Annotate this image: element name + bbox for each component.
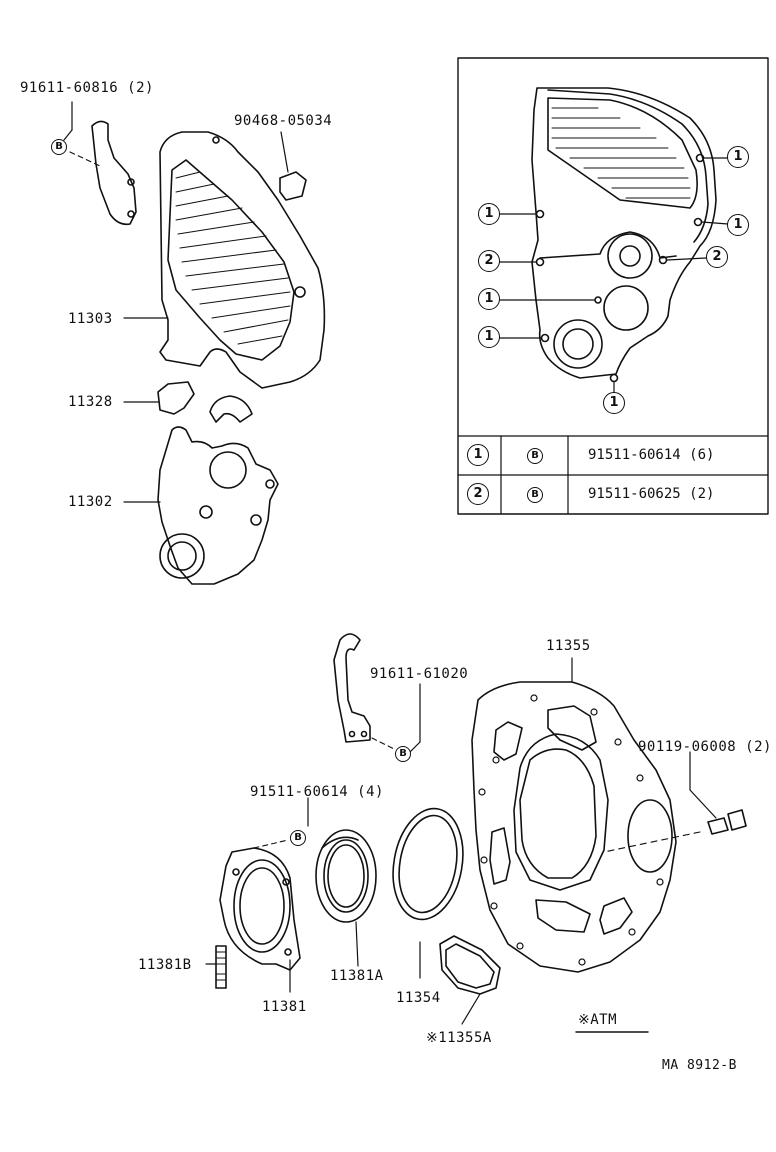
label-11328: 11328 <box>68 394 113 410</box>
table-row-1-ref: 1 <box>467 444 489 466</box>
label-11354: 11354 <box>396 990 441 1006</box>
label-11381A: 11381A <box>330 968 384 984</box>
bracket-top <box>91 120 137 226</box>
callout-2: 2 <box>706 246 728 268</box>
table-row-2-part: 91511-60625 (2) <box>588 486 715 502</box>
callout-1: 1 <box>478 203 500 225</box>
plate-11355 <box>471 681 677 973</box>
label-11355A: ※11355A <box>426 1030 492 1046</box>
seal-11381A <box>315 829 377 923</box>
label-11355: 11355 <box>546 638 591 654</box>
cover-11303 <box>159 131 326 389</box>
callout-1: 1 <box>727 214 749 236</box>
label-11381: 11381 <box>262 999 307 1015</box>
inset-frame <box>457 57 769 515</box>
label-91611-60816: 91611-60816 (2) <box>20 80 154 96</box>
table-row-1-type: B <box>527 448 543 464</box>
table-row-2-type: B <box>527 487 543 503</box>
callout-1: 1 <box>478 288 500 310</box>
bracket-middle <box>333 633 371 743</box>
bolt-type-b-marker: B <box>51 139 67 155</box>
callout-1: 1 <box>478 326 500 348</box>
cover-11302 <box>157 426 279 585</box>
callout-1: 1 <box>603 392 625 414</box>
label-11303: 11303 <box>68 311 113 327</box>
label-90119-06008: 90119-06008 (2) <box>638 739 772 755</box>
gasket-11354 <box>392 807 464 921</box>
retainer-11381 <box>219 847 301 971</box>
callout-2: 2 <box>478 250 500 272</box>
label-11302: 11302 <box>68 494 113 510</box>
label-91611-61020: 91611-61020 <box>370 666 469 682</box>
table-row-1-part: 91511-60614 (6) <box>588 447 715 463</box>
guide-11328 <box>157 381 195 415</box>
bolt-type-b-marker: B <box>395 746 411 762</box>
inset-cover-outline <box>531 87 717 379</box>
label-11381B: 11381B <box>138 957 192 973</box>
callout-1: 1 <box>727 146 749 168</box>
label-atm-note: ※ATM <box>578 1012 618 1028</box>
cover-11355A <box>439 935 501 995</box>
diagram-code: MA 8912-B <box>662 1058 737 1073</box>
label-91511-60614: 91511-60614 (4) <box>250 784 384 800</box>
table-row-2-ref: 2 <box>467 483 489 505</box>
bolt-type-b-marker: B <box>290 830 306 846</box>
label-90468-05034: 90468-05034 <box>234 113 333 129</box>
